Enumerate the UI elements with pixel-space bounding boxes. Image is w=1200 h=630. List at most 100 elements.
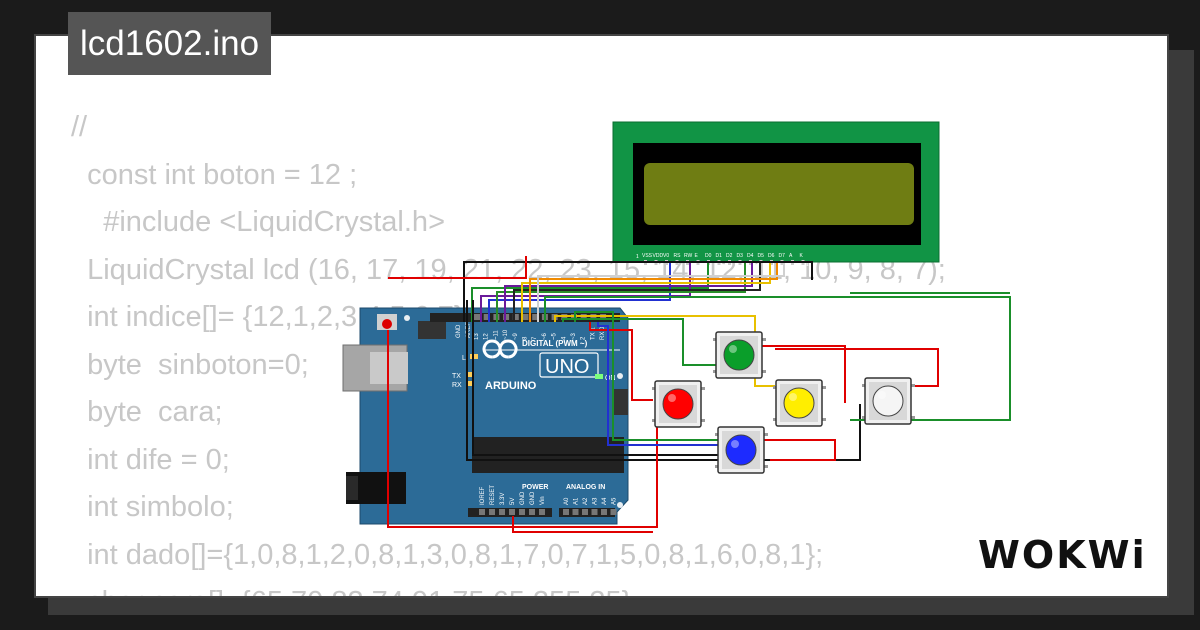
wire-yellow	[521, 262, 771, 322]
power-pin[interactable]	[509, 509, 515, 515]
analog-pin[interactable]	[591, 509, 598, 515]
analog-pin[interactable]	[572, 509, 579, 515]
wire-red-6	[589, 322, 653, 401]
white-pushbutton[interactable]	[862, 377, 915, 425]
buttons-layer	[652, 331, 915, 474]
digital-pin-label: ~11	[493, 330, 499, 340]
power-pin[interactable]	[529, 509, 535, 515]
power-pin-label: IOREF	[480, 486, 486, 505]
button-highlight	[878, 391, 886, 399]
wire-red-4	[775, 348, 939, 387]
project-title: lcd1602.ino	[68, 12, 272, 75]
icsp-header	[418, 321, 446, 339]
analog-pin[interactable]	[563, 509, 569, 515]
yellow-pushbutton[interactable]	[773, 379, 826, 427]
mounting-hole	[404, 315, 410, 321]
power-pin-label: 5V	[510, 498, 516, 505]
arduino-brand-label: ARDUINO	[485, 380, 537, 392]
red-button-cap[interactable]	[662, 388, 694, 420]
wires	[387, 256, 1011, 533]
digital-pin[interactable]	[503, 314, 510, 320]
power-pin[interactable]	[489, 509, 495, 515]
wire-red-3	[755, 345, 846, 403]
code-line: int dife = 0;	[71, 443, 230, 476]
wire-green-3	[562, 318, 718, 366]
wire-gray	[537, 262, 785, 322]
red-pushbutton[interactable]	[652, 380, 705, 428]
wire-purple-2	[504, 262, 753, 322]
digital-pin-label: 12	[484, 333, 490, 340]
power-pin[interactable]	[539, 509, 545, 515]
digital-pin[interactable]	[522, 314, 529, 320]
power-pin[interactable]	[479, 509, 485, 515]
reset-button[interactable]	[382, 319, 392, 329]
power-pin[interactable]	[499, 509, 505, 515]
tx-led	[466, 372, 474, 377]
code-line: int dado[]={1,0,8,1,2,0,8,1,3,0,8,1,7,0,…	[71, 538, 824, 571]
wire-blue-2	[597, 322, 718, 446]
gnd-label: GND	[456, 324, 462, 338]
wokwi-logo[interactable]: WOKWi	[978, 533, 1147, 577]
analog-pin-label: A0	[564, 497, 570, 505]
analog-pin[interactable]	[610, 509, 617, 515]
blue-button-cap[interactable]	[725, 434, 757, 466]
lcd-pin-label: RW	[684, 253, 693, 259]
wire-gnd	[466, 300, 861, 461]
button-highlight	[731, 440, 739, 448]
digital-pin-label: RX 0	[600, 326, 606, 340]
power-pin[interactable]	[519, 509, 525, 515]
on-label: ON	[605, 375, 616, 382]
button-highlight	[729, 345, 737, 353]
lcd-pin-label: VSS	[642, 253, 653, 259]
aref-label: AREF	[466, 322, 472, 338]
power-pin-label: 3.3V	[500, 493, 506, 505]
analog-pin[interactable]	[601, 509, 607, 515]
uno-label: UNO	[545, 356, 589, 378]
wire-red-2	[512, 516, 653, 533]
digital-pin-label: ~5	[552, 332, 558, 340]
icsp2-header	[614, 389, 628, 415]
digital-pin[interactable]	[474, 314, 480, 320]
lcd-pin-16-label: 16	[806, 262, 812, 268]
wire-gnd-2	[472, 300, 719, 456]
wire-green-5	[544, 296, 1011, 421]
analog-pin[interactable]	[582, 509, 588, 515]
yellow-button-cap[interactable]	[783, 387, 815, 419]
button-highlight	[668, 394, 676, 402]
lcd-pin-label: VDD	[653, 253, 664, 259]
mounting-hole	[617, 502, 623, 508]
button-highlight	[789, 393, 797, 401]
power-pin-label: GND	[520, 491, 526, 505]
white-button-cap[interactable]	[872, 385, 904, 417]
digital-pwm-label: DIGITAL (PWM ~)	[522, 339, 588, 348]
lcd-pin-label: E	[695, 253, 699, 259]
wire-red-5v	[387, 330, 658, 528]
code-line: byte cara;	[71, 396, 223, 428]
code-line: byte sinboton=0;	[71, 348, 309, 381]
rx-led	[466, 381, 474, 386]
digital-pin[interactable]	[483, 314, 490, 320]
analog-pin-label: A3	[593, 497, 599, 505]
arduino-logo-icon	[482, 339, 518, 359]
code-line: char cara[]={65,70,83,74,91,75,65,255,35…	[71, 586, 639, 596]
tx-led-label: TX	[452, 373, 461, 380]
lcd-pin-label: D5	[758, 253, 765, 259]
green-button-cap[interactable]	[723, 339, 755, 371]
green-pushbutton[interactable]	[713, 331, 766, 379]
lcd-pin-label: D4	[747, 253, 754, 259]
digital-pin[interactable]	[532, 314, 539, 320]
lcd-pin-label: D1	[716, 253, 723, 259]
digital-pin-label: 2	[581, 336, 587, 340]
blue-pushbutton[interactable]	[715, 426, 768, 474]
lcd-pin-label: D6	[768, 253, 775, 259]
digital-pin-label: ~3	[571, 332, 577, 340]
digital-pin-label: ~10	[503, 329, 509, 340]
digital-pin[interactable]	[512, 314, 519, 320]
digital-pin-label: 8	[523, 336, 529, 340]
